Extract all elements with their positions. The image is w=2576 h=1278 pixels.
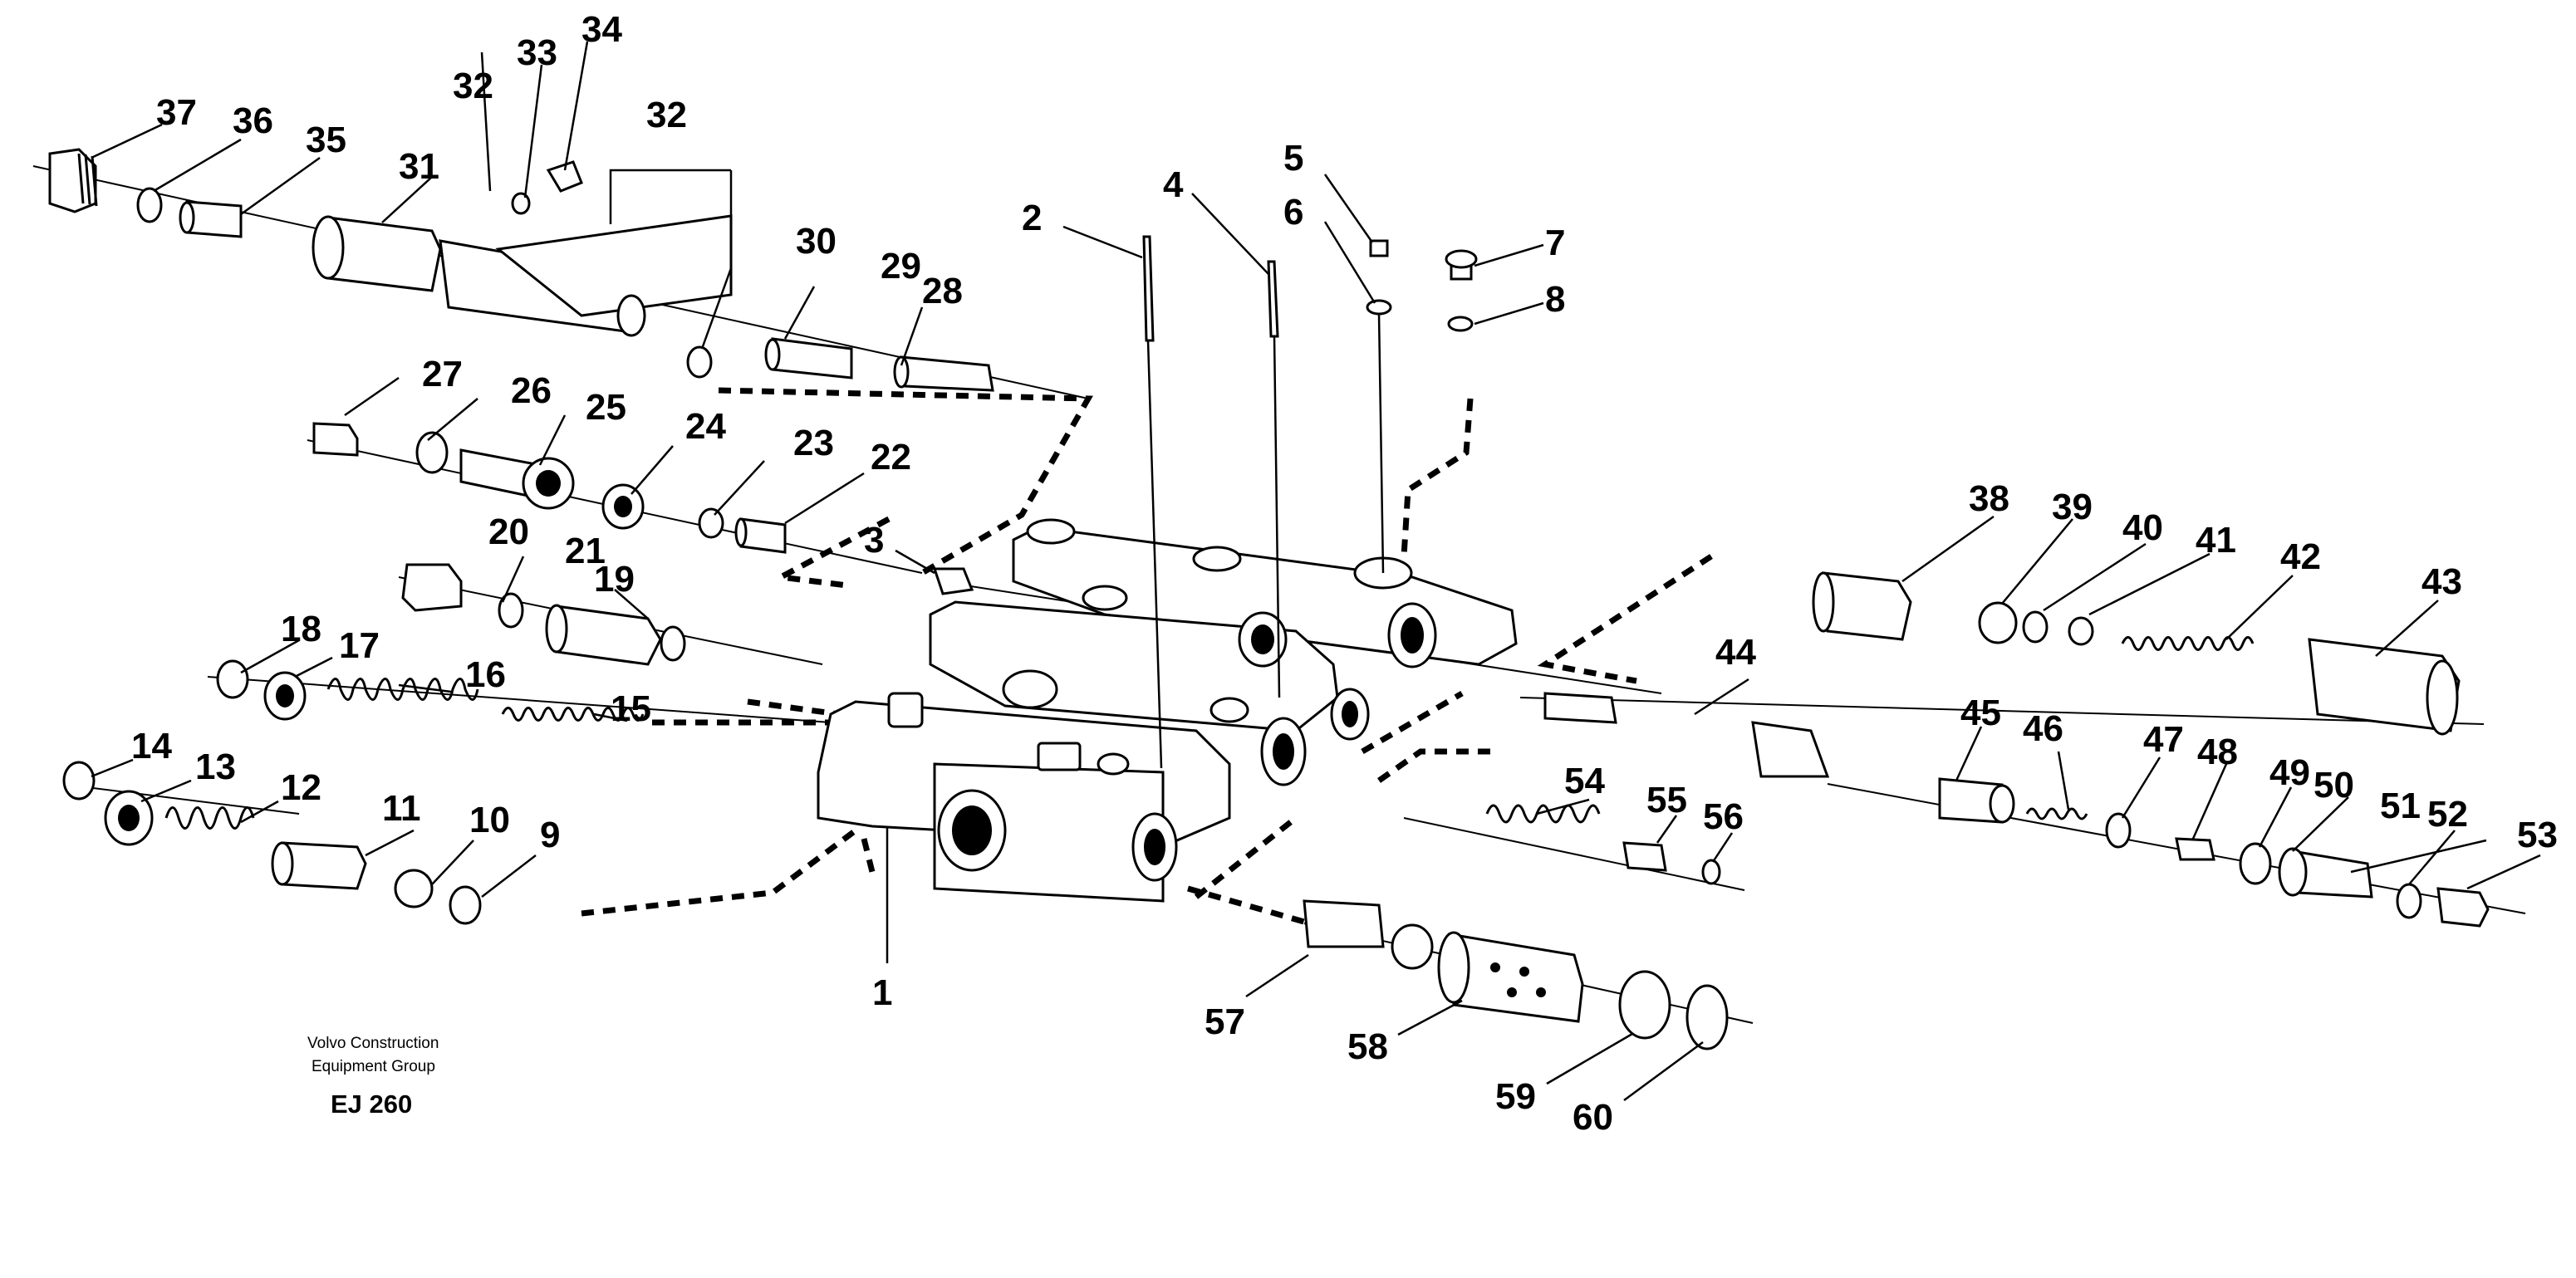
callout-22: 22 (871, 437, 911, 477)
callout-60: 60 (1573, 1097, 1613, 1138)
publisher-line-1: Volvo Construction (307, 1035, 439, 1052)
callout-50: 50 (2313, 765, 2354, 805)
callout-37: 37 (156, 92, 197, 133)
callout-32b: 32 (646, 95, 687, 135)
callout-56: 56 (1703, 796, 1744, 837)
publisher-line-2: Equipment Group (312, 1058, 435, 1075)
callout-58: 58 (1347, 1026, 1388, 1067)
callout-4: 4 (1163, 164, 1184, 205)
callout-8: 8 (1545, 279, 1565, 320)
callout-46: 46 (2023, 708, 2063, 749)
callout-33: 33 (517, 32, 557, 73)
callout-24: 24 (685, 406, 726, 447)
upper-left-parts (48, 148, 994, 392)
callout-44: 44 (1715, 632, 1756, 673)
callout-30: 30 (796, 221, 837, 262)
callout-49: 49 (2269, 752, 2310, 793)
callout-47: 47 (2143, 719, 2184, 760)
leader-lines (91, 41, 2541, 1102)
callout-3: 3 (864, 520, 884, 561)
callout-34: 34 (581, 9, 622, 50)
callout-53: 53 (2517, 815, 2558, 855)
callout-1: 1 (872, 972, 892, 1013)
lower-centre-parts (1303, 899, 1729, 1050)
callout-11: 11 (382, 788, 421, 829)
figure-caption: Volvo Construction Equipment Group EJ 26… (307, 1035, 439, 1119)
callout-51: 51 (2380, 786, 2421, 826)
callout-10: 10 (469, 800, 510, 840)
callout-41: 41 (2196, 520, 2236, 561)
callout-39: 39 (2052, 487, 2093, 527)
callout-13: 13 (195, 747, 236, 787)
callout-52: 52 (2427, 794, 2468, 835)
figure-code: EJ 260 (331, 1089, 412, 1119)
callout-20: 20 (488, 512, 529, 552)
callout-2: 2 (1022, 198, 1042, 238)
right-parts (1485, 571, 2490, 928)
middle-left-parts (312, 422, 974, 666)
callout-15: 15 (611, 688, 651, 729)
callout-25: 25 (586, 387, 626, 428)
vertical-pins (1142, 235, 1478, 769)
callout-43: 43 (2421, 561, 2462, 602)
callout-32: 32 (453, 66, 493, 106)
callout-5: 5 (1283, 138, 1303, 179)
callout-36: 36 (233, 100, 273, 141)
callout-40: 40 (2122, 507, 2163, 548)
callout-21: 21 (565, 531, 606, 571)
callout-48: 48 (2197, 732, 2238, 772)
callout-18: 18 (281, 609, 321, 649)
callout-59: 59 (1495, 1076, 1536, 1117)
callout-54: 54 (1564, 761, 1605, 801)
callout-12: 12 (281, 767, 321, 808)
callout-14: 14 (131, 726, 172, 766)
callout-27: 27 (422, 354, 463, 394)
callout-31: 31 (399, 146, 439, 187)
callout-numbers: 1 2 3 4 5 6 7 8 9 10 11 12 13 14 15 16 1… (131, 9, 2558, 1138)
callout-38: 38 (1969, 478, 2009, 519)
callout-9: 9 (540, 815, 560, 855)
callout-16: 16 (465, 654, 506, 695)
callout-28: 28 (922, 271, 963, 311)
callout-29: 29 (881, 246, 921, 286)
callout-7: 7 (1545, 223, 1565, 263)
callout-35: 35 (306, 120, 346, 160)
callout-19: 19 (594, 559, 635, 600)
callout-23: 23 (793, 423, 834, 463)
callout-57: 57 (1205, 1001, 1245, 1042)
valve-body (817, 518, 1518, 903)
callout-6: 6 (1283, 192, 1303, 233)
callout-26: 26 (511, 370, 552, 411)
callout-45: 45 (1960, 693, 2001, 733)
callout-17: 17 (339, 625, 380, 666)
callout-42: 42 (2280, 536, 2321, 577)
lower-left-parts (62, 659, 645, 925)
callout-55: 55 (1646, 780, 1687, 820)
